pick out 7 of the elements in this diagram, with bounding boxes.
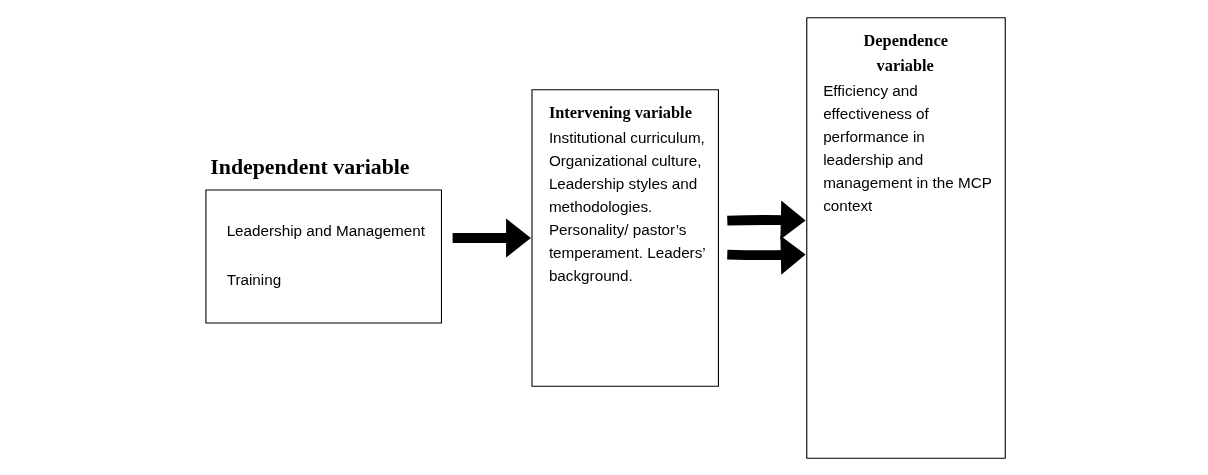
- node-box: Intervening variable Institutional curriculum, Organizational culture, Leadership styles and methodologies. Personality/ pastor’s temperament. Leaders’ background.: [530, 88, 719, 387]
- arrow: [452, 217, 531, 258]
- node-box: Dependence variable Efficiency and effectiveness of performance in leadership and management in the MCP context: [805, 16, 1006, 459]
- node-label: Independent variable: [209, 154, 410, 179]
- node-box: Leadership and Management Training: [204, 188, 442, 324]
- arrow: [726, 235, 806, 275]
- arrow: [726, 200, 806, 240]
